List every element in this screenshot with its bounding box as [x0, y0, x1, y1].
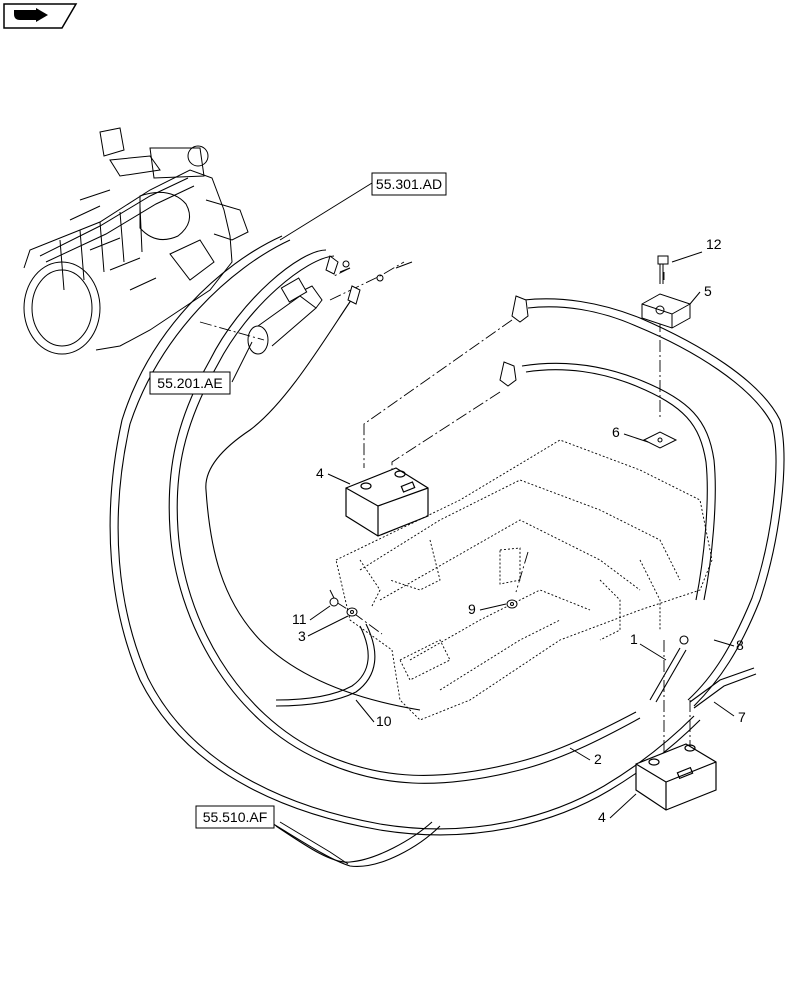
clamp-5: [641, 293, 691, 329]
cable-inner-loop-2: [205, 289, 716, 711]
callout-4-upper: 4: [316, 465, 351, 485]
callout-10: 10: [355, 699, 392, 729]
svg-text:4: 4: [598, 809, 606, 825]
svg-text:2: 2: [594, 751, 602, 767]
callout-8: 8: [713, 637, 744, 653]
svg-text:12: 12: [706, 236, 722, 252]
washer-3: [346, 607, 358, 617]
machine-frame: [335, 439, 713, 721]
battery-lower: [635, 743, 717, 811]
svg-text:8: 8: [736, 637, 744, 653]
plate-6: [642, 431, 678, 449]
svg-text:6: 6: [612, 424, 620, 440]
callout-3: 3: [298, 615, 349, 644]
cable-7: [689, 667, 757, 709]
bolt-12: [657, 255, 669, 284]
svg-text:1: 1: [630, 631, 638, 647]
cable-8: [523, 298, 785, 707]
nut-9: [506, 599, 518, 609]
svg-text:4: 4: [316, 465, 324, 481]
svg-text:5: 5: [704, 283, 712, 299]
cable-55-510-loop: [269, 821, 441, 867]
starter-motor: [247, 277, 323, 355]
cable-10: [275, 623, 376, 707]
callout-12: 12: [671, 236, 722, 263]
svg-text:9: 9: [468, 601, 476, 617]
callout-7: 7: [713, 701, 746, 725]
cable-inner-loop: [168, 249, 641, 784]
fastener-11: [329, 589, 339, 607]
battery-upper: [345, 467, 429, 537]
section-arrow-icon[interactable]: [3, 3, 78, 29]
ref-label-55-510-af[interactable]: 55.510.AF: [195, 805, 275, 829]
svg-text:10: 10: [376, 713, 392, 729]
callout-11: 11: [292, 605, 331, 627]
ref-label-55-301-ad[interactable]: 55.301.AD: [371, 172, 447, 196]
callout-5: 5: [689, 283, 712, 305]
cable-2: [109, 235, 701, 836]
svg-text:55.510.AF: 55.510.AF: [203, 809, 268, 825]
svg-text:55.301.AD: 55.301.AD: [376, 176, 442, 192]
callout-2: 2: [569, 747, 602, 767]
reference-leaders: [231, 182, 373, 865]
ref-label-55-201-ae[interactable]: 55.201.AE: [149, 371, 231, 395]
svg-text:55.201.AE: 55.201.AE: [157, 375, 222, 391]
callout-1: 1: [630, 631, 667, 661]
callout-4-lower: 4: [598, 793, 637, 825]
cable-1: [649, 635, 689, 703]
callout-6: 6: [612, 424, 649, 443]
assembly-lines: [199, 261, 691, 760]
engine-illustration: [23, 127, 249, 355]
svg-text:7: 7: [738, 709, 746, 725]
svg-text:3: 3: [298, 628, 306, 644]
callout-9: 9: [468, 601, 507, 617]
cable-terminals: [325, 255, 529, 387]
svg-text:11: 11: [292, 611, 307, 627]
